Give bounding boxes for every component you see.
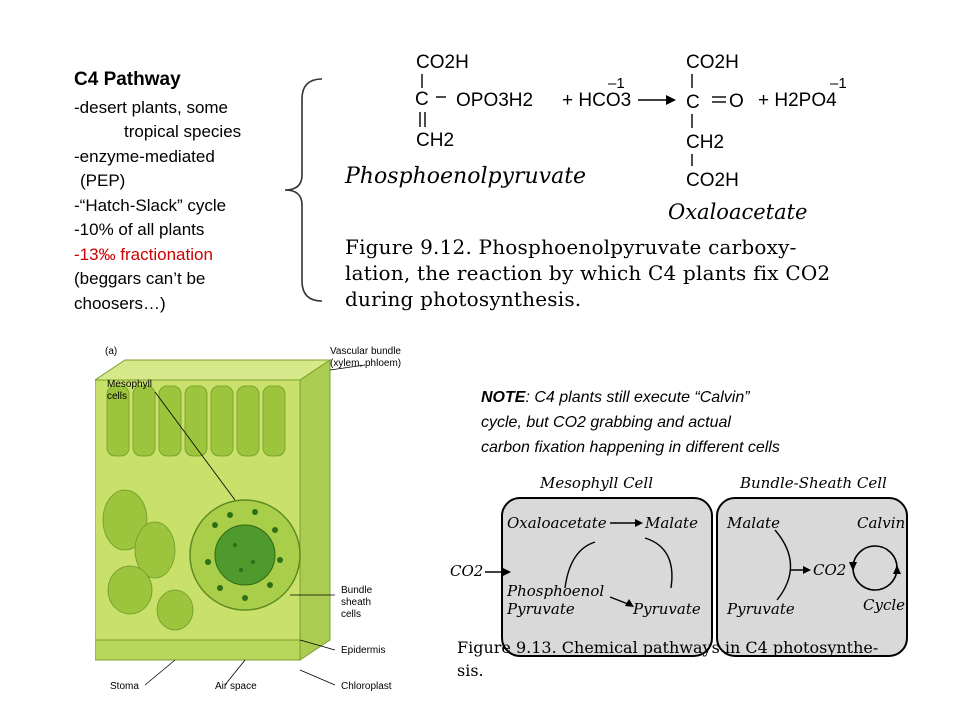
- caption-line: during photosynthesis.: [345, 287, 582, 311]
- note-line-fractionation: -13‰ fractionation: [74, 244, 213, 264]
- label-cells: cells: [341, 609, 361, 620]
- note-line: -10% of all plants: [74, 220, 205, 239]
- panel-label: (a): [105, 346, 117, 357]
- bundle-sheath-cell-title: Bundle-Sheath Cell: [739, 474, 887, 492]
- oaa-co2h-bottom: CO2H: [686, 170, 739, 191]
- label-bundle: Bundle: [341, 585, 373, 596]
- pyruvate-bs-label: Pyruvate: [726, 600, 795, 618]
- h2po4-charge: –1: [830, 75, 847, 92]
- pyruvate-right-label: Pyruvate: [632, 600, 701, 618]
- label-sheath: sheath: [341, 597, 371, 608]
- oaa-c: C: [686, 92, 700, 113]
- malate-label: Malate: [644, 514, 698, 532]
- pep-c: C: [415, 89, 429, 110]
- note-text: : C4 plants still execute “Calvin”: [525, 389, 750, 406]
- label-mesophyll-sub: cells: [107, 391, 127, 402]
- co2-input: CO2: [450, 562, 483, 580]
- mesophyll-cell-title: Mesophyll Cell: [539, 474, 653, 492]
- malate-bs-label: Malate: [726, 514, 780, 532]
- note-text: carbon fixation happening in different c…: [481, 439, 780, 456]
- mesophyll-cell-box: [501, 497, 713, 657]
- note-bold: NOTE: [481, 389, 526, 406]
- c4-notes: C4 Pathway -desert plants, some tropical…: [74, 68, 294, 316]
- phosphoenol-label: Phosphoenol: [506, 582, 604, 600]
- figure-9-13-caption-line2: sis.: [457, 661, 484, 680]
- h2po4: + H2PO4: [758, 90, 837, 111]
- note-text: cycle, but CO2 grabbing and actual: [481, 414, 731, 431]
- note-line: -enzyme-mediated: [74, 146, 215, 166]
- c4-pathway-diagram: Mesophyll Cell Bundle-Sheath Cell CO2 Ox…: [450, 474, 908, 680]
- label-mesophyll: Mesophyll: [107, 379, 152, 390]
- cycle-label: Cycle: [863, 596, 905, 614]
- pep-opo3h2: OPO3H2: [456, 90, 533, 111]
- figure-9-12-caption: Figure 9.12. Phosphoenolpyruvate carboxy…: [345, 234, 865, 312]
- oaa-o: O: [729, 91, 744, 112]
- reaction-arrow-icon: [666, 95, 676, 105]
- label-epidermis: Epidermis: [341, 645, 385, 656]
- note-block: NOTE: C4 plants still execute “Calvin” c…: [481, 385, 931, 460]
- label-phosphoenolpyruvate: Phosphoenolpyruvate: [345, 164, 587, 189]
- oxaloacetate-label: Oxaloacetate: [507, 514, 607, 532]
- bundle-sheath-cell-box: [716, 497, 908, 657]
- note-line: choosers…): [74, 293, 166, 313]
- note-line: (PEP): [80, 171, 126, 190]
- figure-9-13-caption-line1: Figure 9.13. Chemical pathways in C4 pho…: [457, 638, 878, 657]
- leaf-cross-section: (a) Vascular bundle (xylem, phloem) Meso…: [95, 346, 401, 692]
- label-stoma: Stoma: [110, 681, 139, 692]
- label-air-space: Air space: [215, 681, 257, 692]
- caption-line: lation, the reaction by which C4 plants …: [345, 261, 831, 285]
- notes-title: C4 Pathway: [74, 69, 181, 90]
- caption-line: Figure 9.12. Phosphoenolpyruvate carboxy…: [345, 235, 797, 259]
- label-vascular-bundle: Vascular bundle: [330, 346, 401, 357]
- co2-bs-label: CO2: [813, 561, 846, 579]
- hco3-charge: –1: [608, 75, 625, 92]
- pep-carboxylation-reaction: CO2H C OPO3H2 CH2 + HCO3 –1 CO2H C O CH2…: [415, 52, 847, 191]
- curly-brace: [284, 78, 323, 302]
- oaa-ch2: CH2: [686, 132, 724, 153]
- pep-co2h: CO2H: [416, 52, 469, 73]
- note-line: -desert plants, some: [74, 97, 229, 117]
- pyruvate-left-label: Pyruvate: [506, 600, 575, 618]
- note-line: -“Hatch-Slack” cycle: [74, 195, 227, 215]
- calvin-label: Calvin: [857, 514, 905, 532]
- pep-ch2: CH2: [416, 130, 454, 151]
- note-line: tropical species: [124, 122, 242, 141]
- hco3: + HCO3: [562, 90, 631, 111]
- label-oxaloacetate: Oxaloacetate: [668, 200, 808, 224]
- label-chloroplast: Chloroplast: [341, 681, 392, 692]
- label-vascular-sub: (xylem, phloem): [330, 358, 401, 369]
- oaa-co2h: CO2H: [686, 52, 739, 73]
- note-line: (beggars can’t be: [74, 269, 206, 288]
